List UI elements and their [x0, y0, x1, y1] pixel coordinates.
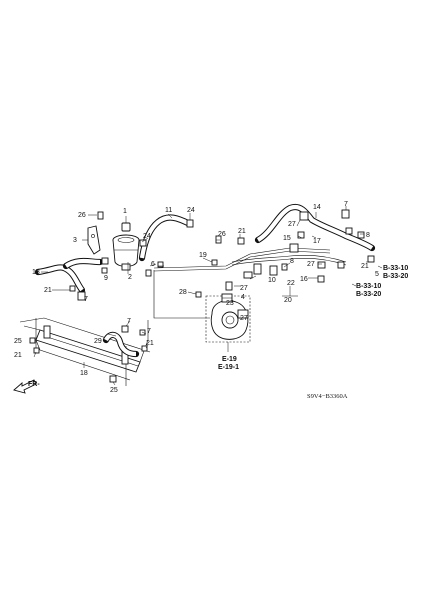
part-number-24b: 24	[143, 233, 151, 240]
ref-e-19: E-19	[222, 356, 237, 363]
part-number-18: 18	[80, 370, 88, 377]
hose-13	[34, 257, 104, 294]
reservoir	[112, 234, 140, 271]
part-number-20: 20	[284, 297, 292, 304]
part-number-27a: 27	[240, 285, 248, 292]
part-number-17: 17	[313, 238, 321, 245]
part-number-6: 6	[151, 261, 155, 268]
part-number-21a: 21	[44, 287, 52, 294]
part-number-26: 26	[78, 212, 86, 219]
front-marker: FR-	[28, 381, 40, 388]
part-number-21c: 21	[361, 263, 369, 270]
part-number-7c: 7	[127, 318, 131, 325]
ref-e-19-1: E-19-1	[218, 364, 239, 371]
part-number-9: 9	[104, 275, 108, 282]
ref-b-33-10-b: B-33-10	[356, 283, 381, 290]
part-number-5: 5	[375, 271, 379, 278]
part-number-26b: 26	[218, 231, 226, 238]
diagram-code: S9V4−B3360A	[307, 393, 348, 400]
part-number-8b: 8	[366, 232, 370, 239]
part-number-11: 11	[165, 207, 172, 214]
leader-lines	[33, 206, 370, 386]
part-number-21d: 21	[14, 352, 22, 359]
part-number-29: 29	[94, 338, 102, 345]
front-arrow-icon: FR-	[13, 379, 40, 394]
part-number-7d: 7	[147, 328, 151, 335]
part-number-3: 3	[73, 237, 77, 244]
part-number-1: 1	[123, 208, 127, 215]
part-number-15: 15	[283, 235, 291, 242]
part-number-27d: 27	[307, 261, 315, 268]
hose-14	[254, 203, 376, 252]
part-number-4: 4	[241, 294, 245, 301]
part-number-21b: 21	[238, 228, 246, 235]
ref-b-33-20-b: B-33-20	[356, 291, 381, 298]
part-number-13: 13	[32, 269, 40, 276]
hose-29	[102, 331, 140, 358]
return-line	[231, 254, 347, 266]
part-number-14: 14	[313, 204, 321, 211]
part-number-22: 22	[287, 280, 295, 287]
part-number-2: 2	[128, 274, 132, 281]
ref-b-33-10-a: B-33-10	[383, 265, 408, 272]
part-number-19: 19	[199, 252, 207, 259]
part-number-27c: 27	[288, 221, 296, 228]
part-number-28: 28	[179, 289, 187, 296]
pressure-line-19	[153, 247, 331, 319]
ref-b-33-20-a: B-33-20	[383, 273, 408, 280]
part-number-27b: 27	[240, 315, 248, 322]
part-number-8a: 8	[290, 258, 294, 265]
part-number-7a: 7	[84, 296, 88, 303]
reservoir-cap	[121, 216, 131, 232]
part-number-10: 10	[268, 277, 276, 284]
oil-cooler	[19, 317, 151, 386]
part-number-23: 23	[226, 300, 234, 307]
part-number-21e: 21	[146, 340, 154, 347]
part-number-16: 16	[300, 276, 308, 283]
part-number-25b: 25	[110, 387, 118, 394]
fittings	[29, 209, 375, 383]
part-number-25a: 25	[14, 338, 22, 345]
reservoir-bracket	[87, 225, 101, 255]
part-number-24: 24	[187, 207, 195, 214]
part-number-7b: 7	[344, 201, 348, 208]
